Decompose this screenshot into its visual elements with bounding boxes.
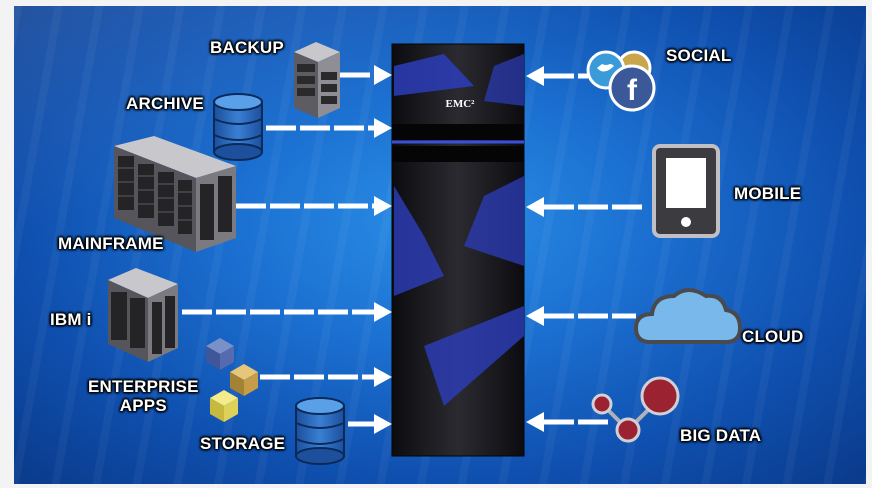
facebook-f-icon: f — [627, 74, 638, 107]
tablet-icon — [652, 144, 720, 238]
database-icon — [295, 397, 345, 465]
label-archive: ARCHIVE — [126, 94, 204, 113]
label-mainframe: MAINFRAME — [58, 234, 164, 253]
label-storage: STORAGE — [200, 434, 286, 453]
emc-logo: EMC² — [446, 98, 476, 110]
label-enterprise-apps-line2: APPS — [119, 396, 167, 415]
label-social: SOCIAL — [666, 46, 732, 65]
label-ibm-i: IBM i — [50, 310, 92, 329]
cloud-icon — [633, 288, 743, 344]
diagram-canvas: EMC² — [14, 6, 866, 484]
label-cloud: CLOUD — [742, 327, 804, 346]
network-nodes-icon — [591, 376, 680, 443]
label-enterprise-apps-line1: ENTERPRISE — [88, 377, 199, 396]
server-rack-icon — [108, 268, 178, 362]
server-bank-icon — [114, 136, 236, 252]
label-enterprise-apps: ENTERPRISE APPS — [88, 377, 199, 415]
right-arrows — [544, 73, 646, 425]
server-rack-icon — [294, 42, 340, 118]
twitter-bird-icon — [597, 64, 614, 72]
label-big-data: BIG DATA — [680, 426, 762, 445]
left-arrowheads — [374, 65, 392, 434]
social-bubbles-icon: f — [586, 50, 656, 112]
right-arrowheads — [526, 66, 544, 432]
left-arrows — [182, 72, 378, 427]
label-mobile: MOBILE — [734, 184, 802, 203]
central-storage-tower — [391, 43, 525, 457]
cubes-icon — [206, 338, 258, 422]
label-backup: BACKUP — [210, 38, 284, 57]
diagram-graphics: EMC² — [108, 42, 743, 465]
database-icon — [213, 93, 263, 161]
